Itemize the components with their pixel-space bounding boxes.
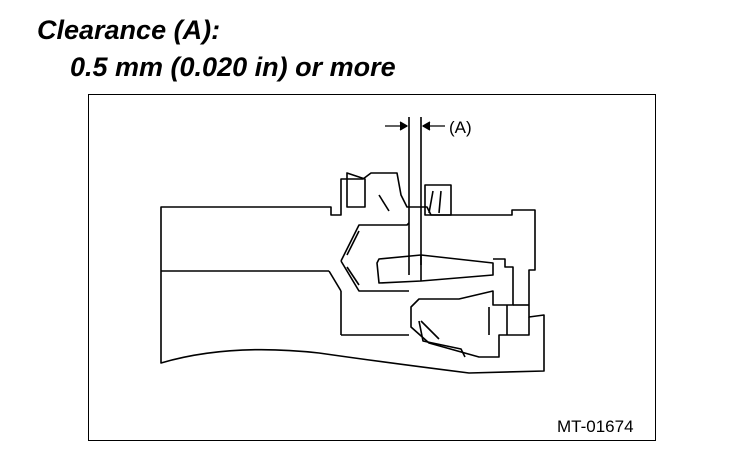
figure-code: MT-01674 xyxy=(557,417,634,436)
dimension-arrows xyxy=(385,121,445,131)
collar xyxy=(340,222,410,292)
shift-pin xyxy=(376,254,494,284)
clearance-spec: 0.5 mm (0.020 in) or more xyxy=(70,52,396,82)
clearance-diagram: (A) MT-01674 xyxy=(160,117,634,436)
clearance-title: Clearance (A): xyxy=(37,15,221,45)
upper-boss-right xyxy=(424,184,452,216)
diagram-frame: (A) MT-01674 xyxy=(88,94,656,441)
slider-block xyxy=(410,258,530,358)
housing-left xyxy=(160,172,545,374)
dimension-label: (A) xyxy=(449,118,472,137)
lower-fork xyxy=(418,320,466,358)
upper-boss-left xyxy=(346,172,366,208)
